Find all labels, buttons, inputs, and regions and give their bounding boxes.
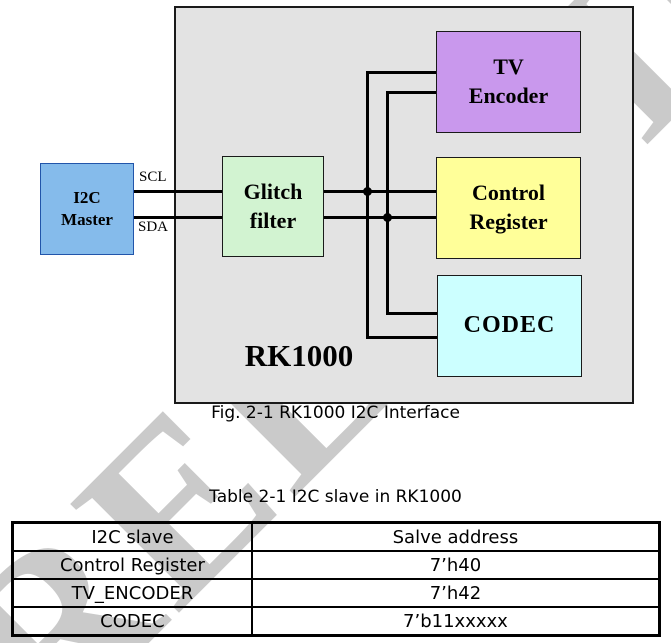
glitch-filter-block: Glitch filter <box>222 156 324 257</box>
table-row: TV_ENCODER 7’h42 <box>11 578 661 608</box>
glitch-filter-label-line1: Glitch <box>243 178 303 204</box>
table-header-row: I2C slave Salve address <box>11 521 661 552</box>
header-slave-address: Salve address <box>250 521 661 552</box>
table-caption: Table 2-1 I2C slave in RK1000 <box>209 487 462 507</box>
scl-junction-dot <box>363 187 372 196</box>
scl-branch-vertical-wire <box>366 71 369 339</box>
cell-slave-address: 7’h42 <box>250 578 661 608</box>
control-register-label-line1: Control <box>472 180 545 206</box>
control-register-block: Control Register <box>436 157 581 259</box>
tv-encoder-sda-stub-wire <box>386 91 436 94</box>
cell-slave-address: 7’b11xxxxx <box>250 606 661 637</box>
cell-slave-name: TV_ENCODER <box>11 578 253 608</box>
header-i2c-slave: I2C slave <box>11 521 253 552</box>
scl-label: SCL <box>139 169 167 185</box>
tv-encoder-label-line1: TV <box>493 54 524 80</box>
codec-label: CODEC <box>463 312 556 339</box>
sda-label: SDA <box>138 219 169 235</box>
table-row: CODEC 7’b11xxxxx <box>11 606 661 637</box>
table-row: Control Register 7’h40 <box>11 550 661 580</box>
i2c-master-label-line2: Master <box>61 210 113 229</box>
cell-slave-name: Control Register <box>11 550 253 580</box>
sda-branch-vertical-wire <box>386 91 389 315</box>
codec-scl-stub-wire <box>366 336 437 339</box>
figure-caption: Fig. 2-1 RK1000 I2C Interface <box>211 403 460 423</box>
tv-encoder-block: TV Encoder <box>436 31 581 133</box>
i2c-master-label-line1: I2C <box>73 187 101 207</box>
i2c-master-block: I2C Master <box>40 163 134 255</box>
codec-sda-stub-wire <box>386 312 437 315</box>
i2c-slave-table: I2C slave Salve address Control Register… <box>11 521 661 637</box>
cell-slave-name: CODEC <box>11 606 253 637</box>
sda-junction-dot <box>383 213 392 222</box>
rk1000-chip-name: RK1000 <box>244 338 354 373</box>
control-register-label-line2: Register <box>469 209 548 234</box>
cell-slave-address: 7’h40 <box>250 550 661 580</box>
tv-encoder-scl-stub-wire <box>366 71 436 74</box>
tv-encoder-label-line2: Encoder <box>468 83 549 108</box>
codec-block: CODEC <box>437 275 582 377</box>
glitch-filter-label-line2: filter <box>249 207 297 233</box>
